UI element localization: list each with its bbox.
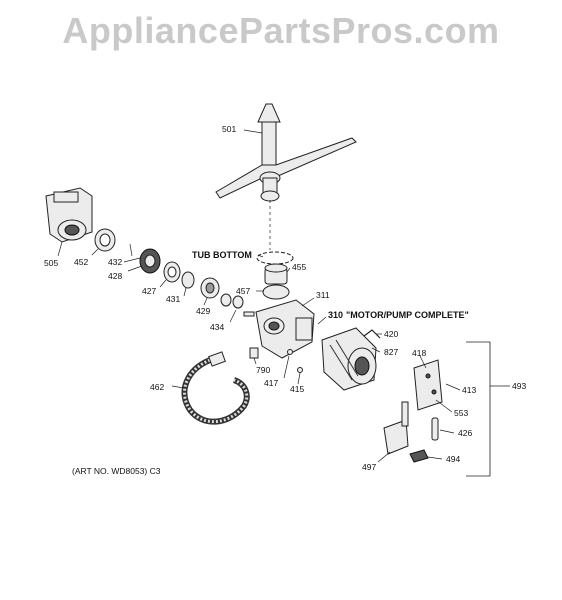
callout-497: 497 bbox=[362, 462, 376, 472]
leader-428 bbox=[127, 265, 143, 272]
callout-553: 553 bbox=[454, 408, 468, 418]
callout-457: 457 bbox=[236, 286, 250, 296]
screw-417[interactable] bbox=[287, 349, 293, 355]
callout-426: 426 bbox=[458, 428, 472, 438]
callout-827: 827 bbox=[384, 347, 398, 357]
callout-310: 310 bbox=[328, 310, 343, 320]
clamp-452[interactable] bbox=[94, 228, 116, 252]
callout-505: 505 bbox=[44, 258, 58, 268]
callout-455: 455 bbox=[292, 262, 306, 272]
plug-790[interactable] bbox=[249, 347, 259, 359]
leader-501 bbox=[243, 129, 263, 134]
leader-413 bbox=[445, 383, 461, 391]
tub-bottom-label: TUB BOTTOM bbox=[192, 250, 252, 260]
leader-429 bbox=[203, 297, 208, 306]
leader-790 bbox=[253, 357, 257, 365]
clip-420[interactable] bbox=[363, 329, 381, 339]
leader-505 bbox=[57, 241, 63, 257]
leader-427 bbox=[159, 279, 167, 288]
pump-housing-311[interactable] bbox=[255, 299, 315, 359]
leader-426 bbox=[439, 429, 455, 434]
leader-431 bbox=[183, 287, 187, 297]
art-number: (ART NO. WD8053) C3 bbox=[72, 466, 161, 476]
float-switch-497[interactable] bbox=[383, 401, 409, 455]
callout-494: 494 bbox=[446, 454, 460, 464]
leader-452 bbox=[91, 248, 99, 256]
leader-494 bbox=[427, 456, 443, 460]
filter-housing-505[interactable] bbox=[45, 187, 93, 243]
leader-434 bbox=[229, 309, 237, 323]
callout-413: 413 bbox=[462, 385, 476, 395]
impeller-428[interactable] bbox=[139, 248, 161, 274]
callout-428: 428 bbox=[108, 271, 122, 281]
callout-501: 501 bbox=[222, 124, 236, 134]
ring-429[interactable] bbox=[200, 277, 220, 299]
leader-311 bbox=[301, 297, 315, 307]
leader-455 bbox=[286, 267, 291, 273]
group-bracket-493 bbox=[466, 341, 491, 477]
leader-432 bbox=[123, 257, 141, 263]
tub-bottom-ring bbox=[256, 251, 294, 265]
leader-417 bbox=[283, 355, 290, 379]
switch-bracket-418[interactable] bbox=[413, 359, 443, 411]
leader-827 bbox=[371, 347, 381, 353]
leader-432-pin bbox=[129, 243, 133, 257]
motor-pump-label: "MOTOR/PUMP COMPLETE" bbox=[346, 310, 469, 320]
leader-418 bbox=[419, 355, 427, 369]
callout-432: 432 bbox=[108, 257, 122, 267]
callout-790: 790 bbox=[256, 365, 270, 375]
callout-429: 429 bbox=[196, 306, 210, 316]
part-494[interactable] bbox=[409, 449, 429, 463]
callout-415: 415 bbox=[290, 384, 304, 394]
callout-452: 452 bbox=[74, 257, 88, 267]
drain-hose-462[interactable] bbox=[181, 351, 250, 425]
callout-493: 493 bbox=[512, 381, 526, 391]
leader-462 bbox=[171, 385, 185, 389]
screw-415[interactable] bbox=[297, 367, 303, 373]
seal-455[interactable] bbox=[264, 263, 288, 285]
spray-arm[interactable] bbox=[215, 103, 357, 202]
leader-553 bbox=[435, 399, 453, 413]
leader-tub-bottom bbox=[257, 254, 264, 258]
ring-431[interactable] bbox=[181, 271, 195, 289]
leader-310 bbox=[317, 316, 327, 325]
callout-434: 434 bbox=[210, 322, 224, 332]
callout-427: 427 bbox=[142, 286, 156, 296]
callout-418: 418 bbox=[412, 348, 426, 358]
motor-310[interactable] bbox=[321, 327, 377, 391]
clamp-457[interactable] bbox=[262, 284, 290, 300]
callout-431: 431 bbox=[166, 294, 180, 304]
watermark-text: AppliancePartsPros.com bbox=[62, 10, 500, 51]
callout-462: 462 bbox=[150, 382, 164, 392]
gasket-434[interactable] bbox=[220, 293, 255, 317]
callout-420: 420 bbox=[384, 329, 398, 339]
callout-417: 417 bbox=[264, 378, 278, 388]
leader-415 bbox=[297, 372, 301, 385]
callout-311: 311 bbox=[316, 290, 330, 300]
float-426[interactable] bbox=[431, 417, 439, 441]
ring-427[interactable] bbox=[163, 261, 181, 283]
leader-497 bbox=[377, 451, 391, 463]
